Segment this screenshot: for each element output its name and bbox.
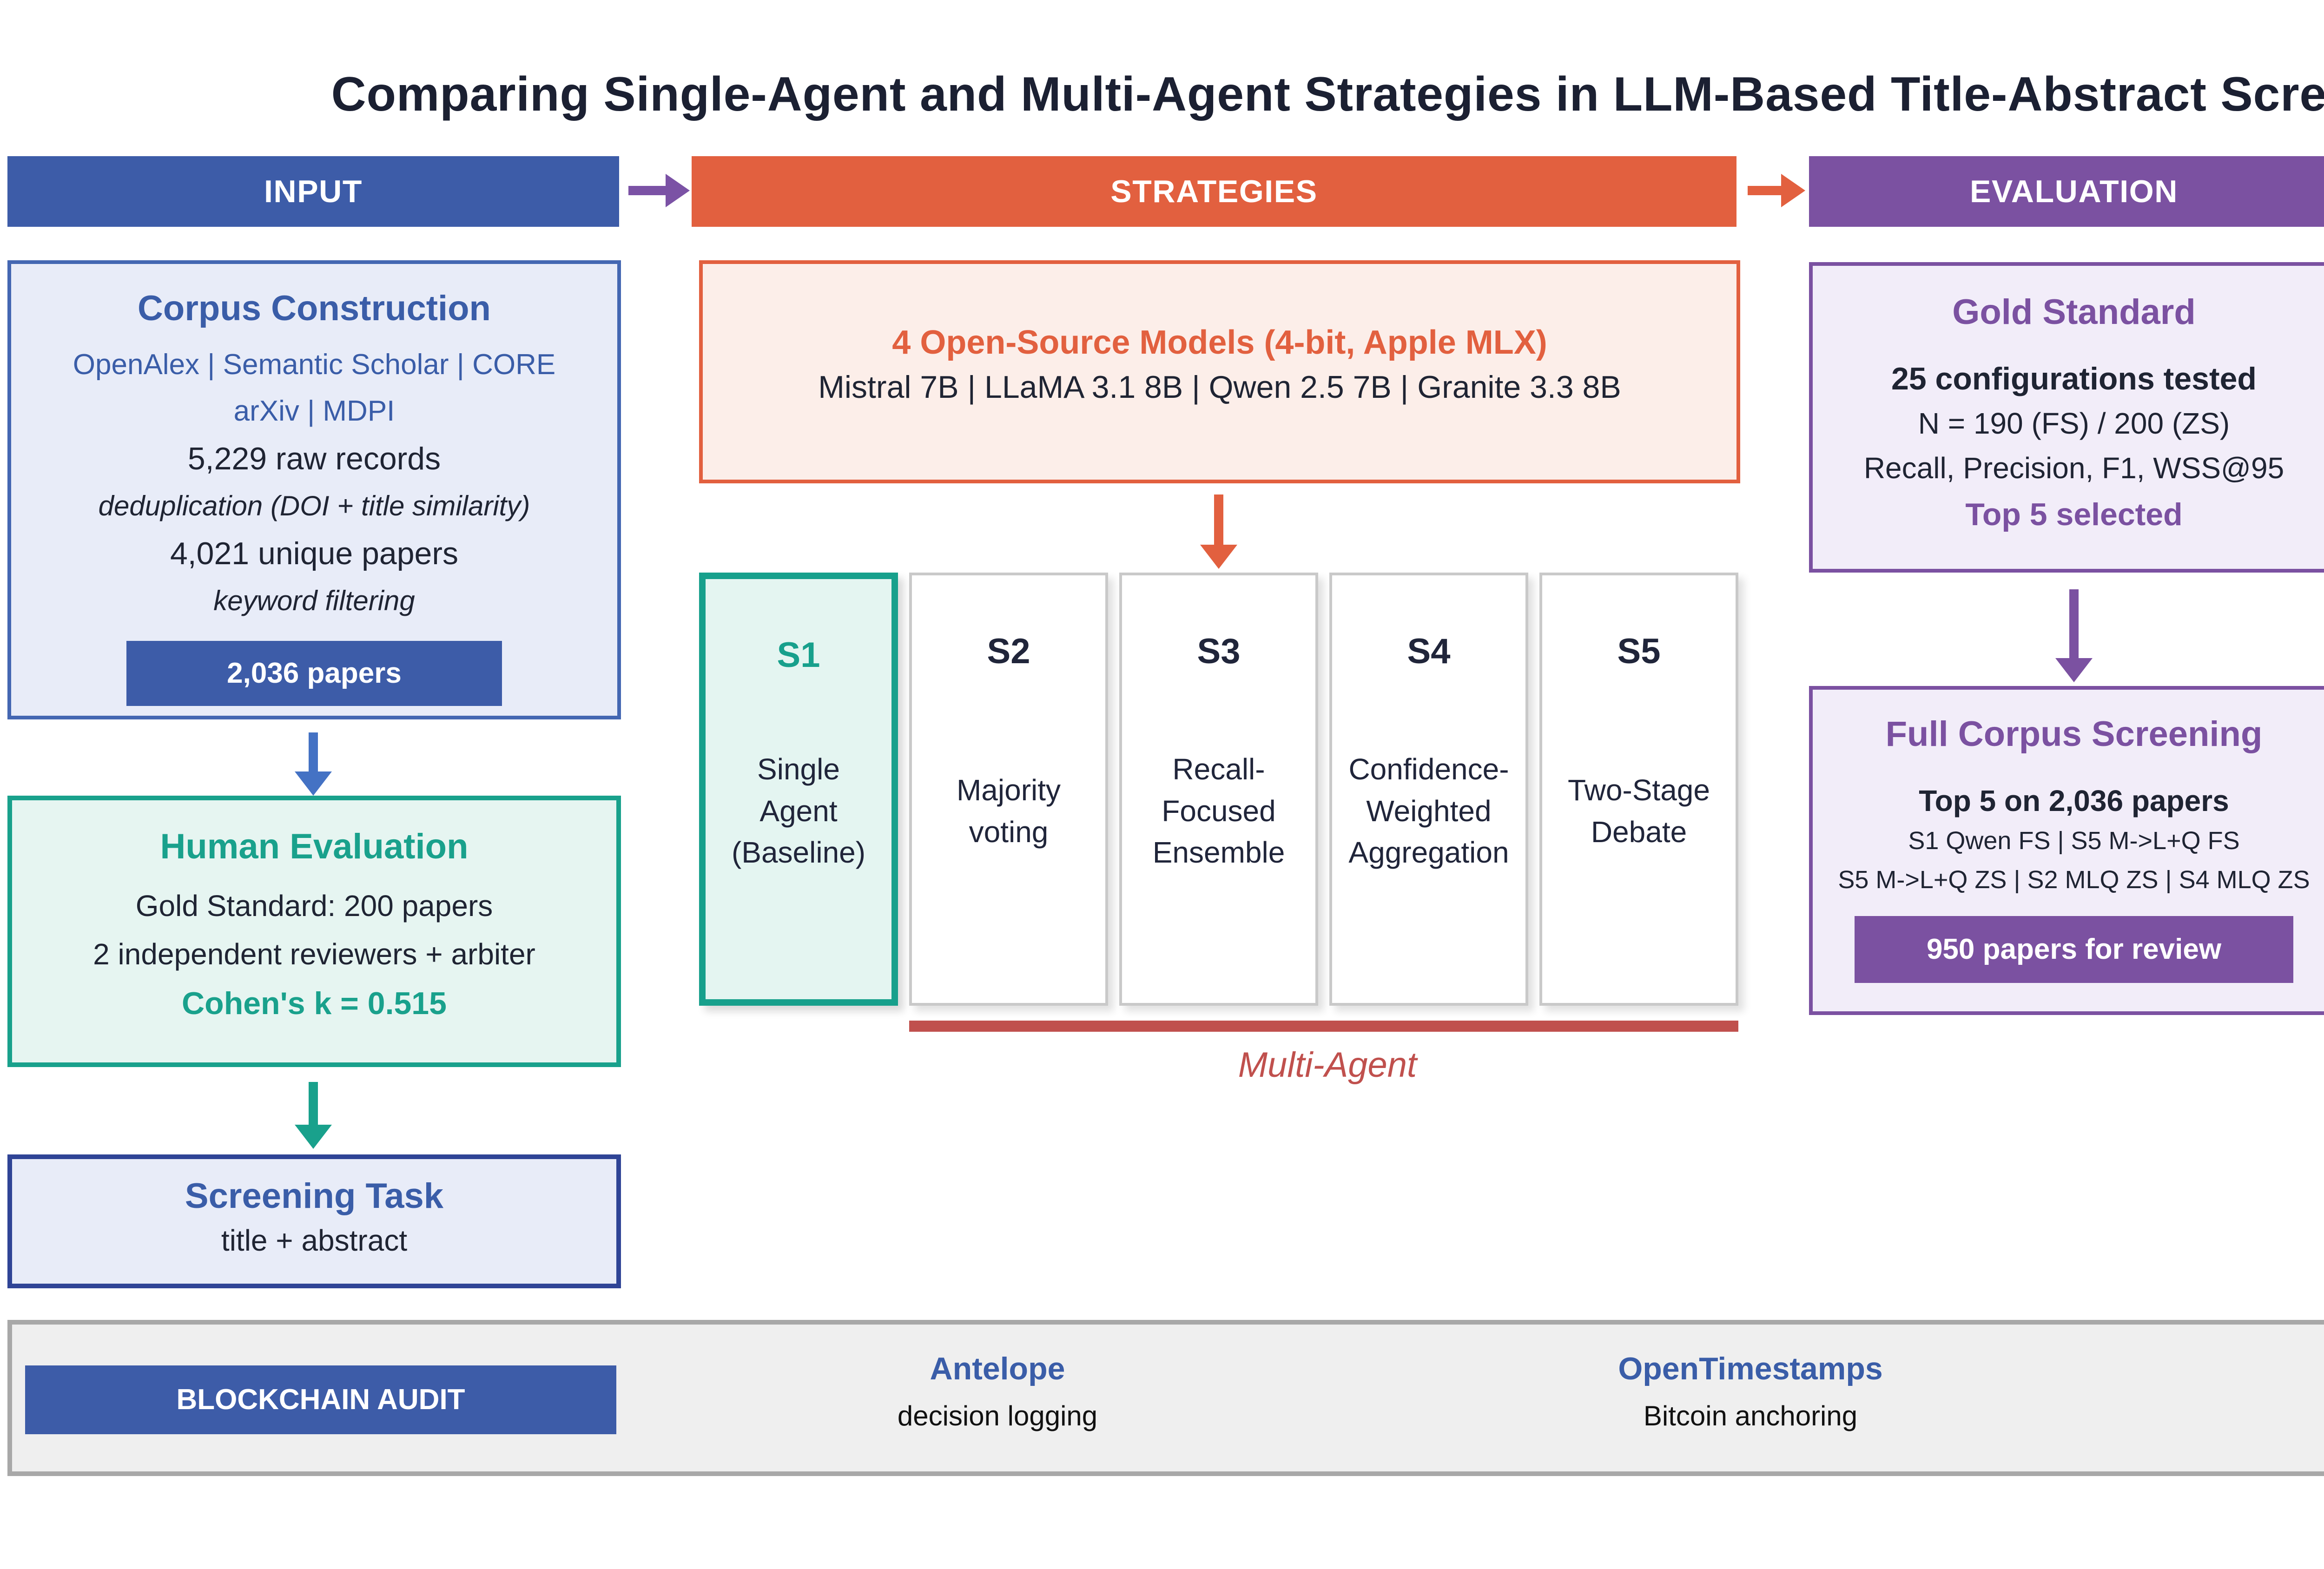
screening-task-title: Screening Task — [185, 1176, 444, 1216]
strategy-card-s2: S2 Majority voting — [909, 573, 1108, 1006]
strategy-card-s1: S1 Single Agent (Baseline) — [699, 573, 898, 1006]
corpus-to-human-eval-arrow-icon — [309, 732, 318, 773]
corpus-papers-badge: 2,036 papers — [126, 641, 502, 706]
blockchain-antelope-desc: decision logging — [897, 1400, 1098, 1431]
blockchain-opentimestamps-desc: Bitcoin anchoring — [1643, 1400, 1858, 1431]
screening-task-line1: title + abstract — [221, 1224, 408, 1257]
human-evaluation-line2: 2 independent reviewers + arbiter — [93, 937, 535, 971]
corpus-keyword-filtering-note: keyword filtering — [213, 585, 415, 616]
full-corpus-line3: S5 M->L+Q ZS | S2 MLQ ZS | S4 MLQ ZS — [1838, 866, 2310, 894]
human-evaluation-kappa: Cohen's k = 0.515 — [182, 986, 447, 1021]
corpus-dedup-note: deduplication (DOI + title similarity) — [98, 490, 530, 521]
corpus-sources-line2: arXiv | MDPI — [233, 395, 395, 427]
strategy-s2-label: Majority voting — [956, 773, 1061, 849]
blockchain-audit-badge: BLOCKCHAIN AUDIT — [25, 1365, 616, 1434]
gold-standard-line3: Recall, Precision, F1, WSS@95 — [1863, 451, 2284, 485]
full-corpus-line2: S1 Qwen FS | S5 M->L+Q FS — [1908, 827, 2240, 855]
blockchain-zenodo-desc: public archival — [2230, 1400, 2324, 1432]
strategy-s4-label: Confidence-Weighted Aggregation — [1348, 752, 1509, 870]
human-evaluation-line1: Gold Standard: 200 papers — [135, 889, 493, 923]
blockchain-antelope-name: Antelope — [930, 1351, 1065, 1386]
strategy-s3-label: Recall-Focused Ensemble — [1152, 752, 1285, 870]
blockchain-item-zenodo: Zenodo DOI public archival — [2230, 1351, 2324, 1432]
blockchain-audit-bar: BLOCKCHAIN AUDIT Antelope decision loggi… — [7, 1320, 2324, 1476]
strategy-s1-label: Single Agent (Baseline) — [731, 752, 866, 870]
gold-standard-top5: Top 5 selected — [1965, 497, 2183, 532]
corpus-construction-box: Corpus Construction OpenAlex | Semantic … — [7, 260, 621, 719]
models-title: 4 Open-Source Models (4-bit, Apple MLX) — [892, 324, 1547, 361]
strategy-s5-id: S5 — [1617, 632, 1661, 671]
corpus-unique-papers: 4,021 unique papers — [170, 536, 459, 571]
gold-standard-line1: 25 configurations tested — [1891, 361, 2257, 396]
human-evaluation-box: Human Evaluation Gold Standard: 200 pape… — [7, 796, 621, 1067]
corpus-sources-line1: OpenAlex | Semantic Scholar | CORE — [73, 349, 556, 381]
blockchain-item-antelope: Antelope decision logging — [719, 1351, 1276, 1432]
full-corpus-screening-box: Full Corpus Screening Top 5 on 2,036 pap… — [1809, 686, 2324, 1015]
strategy-card-s5: S5 Two-Stage Debate — [1539, 573, 1738, 1006]
gold-standard-box: Gold Standard 25 configurations tested N… — [1809, 262, 2324, 573]
multi-agent-label: Multi-Agent — [1238, 1045, 1417, 1085]
strategy-s4-id: S4 — [1407, 632, 1451, 671]
strategy-s2-id: S2 — [987, 632, 1030, 671]
strategy-s3-id: S3 — [1197, 632, 1241, 671]
corpus-construction-title: Corpus Construction — [138, 289, 491, 328]
multi-agent-underline — [909, 1021, 1738, 1032]
full-corpus-line1: Top 5 on 2,036 papers — [1919, 784, 2229, 817]
blockchain-item-opentimestamps: OpenTimestamps Bitcoin anchoring — [1472, 1351, 2029, 1432]
strategies-to-evaluation-arrow-icon — [1748, 186, 1783, 195]
stage-header-input: INPUT — [7, 156, 619, 227]
strategy-card-s3: S3 Recall-Focused Ensemble — [1119, 573, 1318, 1006]
screening-task-box: Screening Task title + abstract — [7, 1154, 621, 1288]
gold-to-fullcorpus-arrow-icon — [2069, 589, 2079, 660]
blockchain-opentimestamps-name: OpenTimestamps — [1618, 1351, 1883, 1386]
models-to-strategies-arrow-icon — [1214, 494, 1223, 547]
strategy-s5-label: Two-Stage Debate — [1568, 773, 1710, 849]
open-source-models-box: 4 Open-Source Models (4-bit, Apple MLX) … — [699, 260, 1740, 483]
human-eval-to-screening-arrow-icon — [309, 1082, 318, 1127]
corpus-raw-records: 5,229 raw records — [187, 441, 441, 476]
full-corpus-review-badge: 950 papers for review — [1855, 916, 2293, 983]
page-title: Comparing Single-Agent and Multi-Agent S… — [331, 67, 2324, 121]
human-evaluation-title: Human Evaluation — [160, 827, 469, 866]
stage-header-strategies: STRATEGIES — [692, 156, 1736, 227]
blockchain-zenodo-name: Zenodo DOI — [2230, 1351, 2324, 1387]
strategy-s1-id: S1 — [777, 635, 820, 675]
full-corpus-title: Full Corpus Screening — [1885, 714, 2263, 754]
models-list: Mistral 7B | LLaMA 3.1 8B | Qwen 2.5 7B … — [818, 369, 1621, 405]
gold-standard-line2: N = 190 (FS) / 200 (ZS) — [1918, 407, 2230, 440]
gold-standard-title: Gold Standard — [1952, 292, 2196, 332]
stage-header-evaluation: EVALUATION — [1809, 156, 2324, 227]
strategy-card-s4: S4 Confidence-Weighted Aggregation — [1329, 573, 1528, 1006]
input-to-strategies-arrow-icon — [628, 186, 667, 195]
